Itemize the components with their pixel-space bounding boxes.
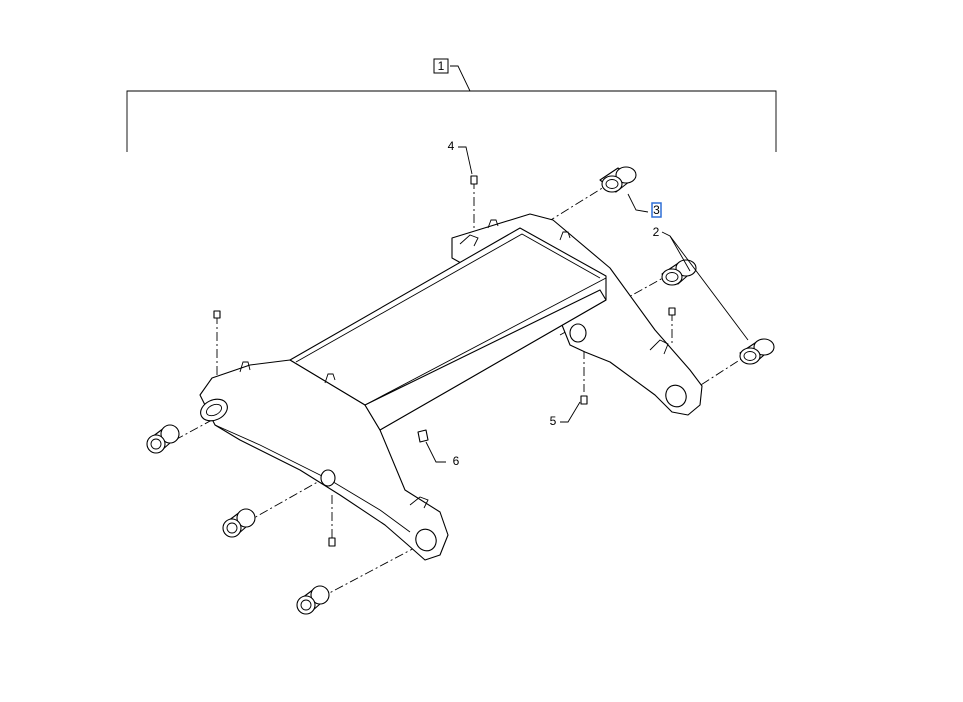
callout-6: 6 [425, 441, 460, 468]
callout-3-label: 3 [653, 203, 660, 217]
callout-5-label: 5 [550, 414, 557, 428]
callout-2-label: 2 [653, 225, 660, 239]
callout-4: 4 [448, 139, 473, 175]
bushing-left-1 [146, 424, 180, 454]
callout-5: 5 [550, 401, 581, 428]
callout-3-highlight [651, 202, 662, 218]
assembly-bracket: 1 [126, 58, 777, 152]
bushing-left-2 [222, 508, 256, 538]
bushing-left-3 [296, 585, 330, 615]
frame-assembly [199, 213, 703, 561]
callout-3: 3 [627, 193, 662, 218]
callout-2: 2 [653, 225, 749, 341]
callout-1-label: 1 [438, 59, 445, 73]
callout-6-label: 6 [453, 454, 460, 468]
callout-4-label: 4 [448, 139, 455, 153]
bushing-lower-right [739, 338, 775, 365]
bushing-top-right [599, 166, 637, 193]
callout-1-box [433, 58, 449, 74]
grease-fittings [213, 175, 676, 547]
